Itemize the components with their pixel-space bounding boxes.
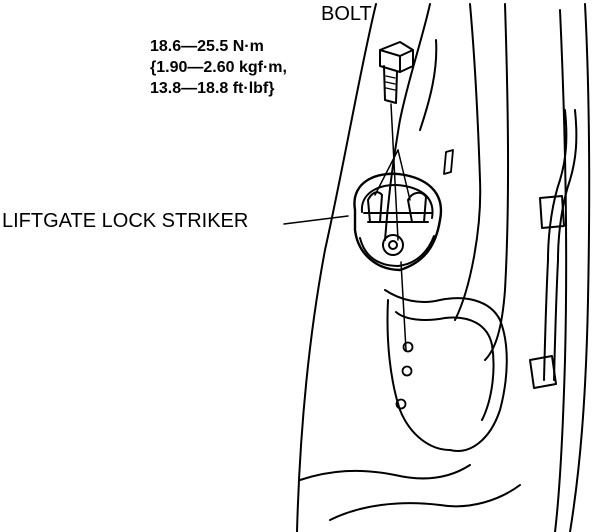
- bolt-label: BOLT: [321, 3, 372, 25]
- torque-line-ftlbf: 13.8—18.8 ft·lbf}: [150, 80, 275, 97]
- bolt-part: [379, 41, 414, 104]
- harness-clips: [529, 109, 578, 389]
- striker-part: [353, 172, 443, 272]
- installation-guide-lines: [374, 103, 411, 351]
- striker-label: LIFTGATE LOCK STRIKER: [2, 210, 249, 232]
- lower-recess: [299, 289, 521, 521]
- panel-slot: [443, 149, 454, 175]
- mounting-holes: [395, 341, 414, 410]
- torque-line-nm: 18.6—25.5 N·m: [150, 38, 264, 55]
- striker-leader-line: [283, 215, 349, 225]
- torque-line-kgfm: {1.90—2.60 kgf·m,: [150, 59, 287, 76]
- torque-spec: 18.6—25.5 N·m {1.90—2.60 kgf·m, 13.8—18.…: [150, 36, 287, 99]
- liftgate-body-outline: [296, 3, 591, 532]
